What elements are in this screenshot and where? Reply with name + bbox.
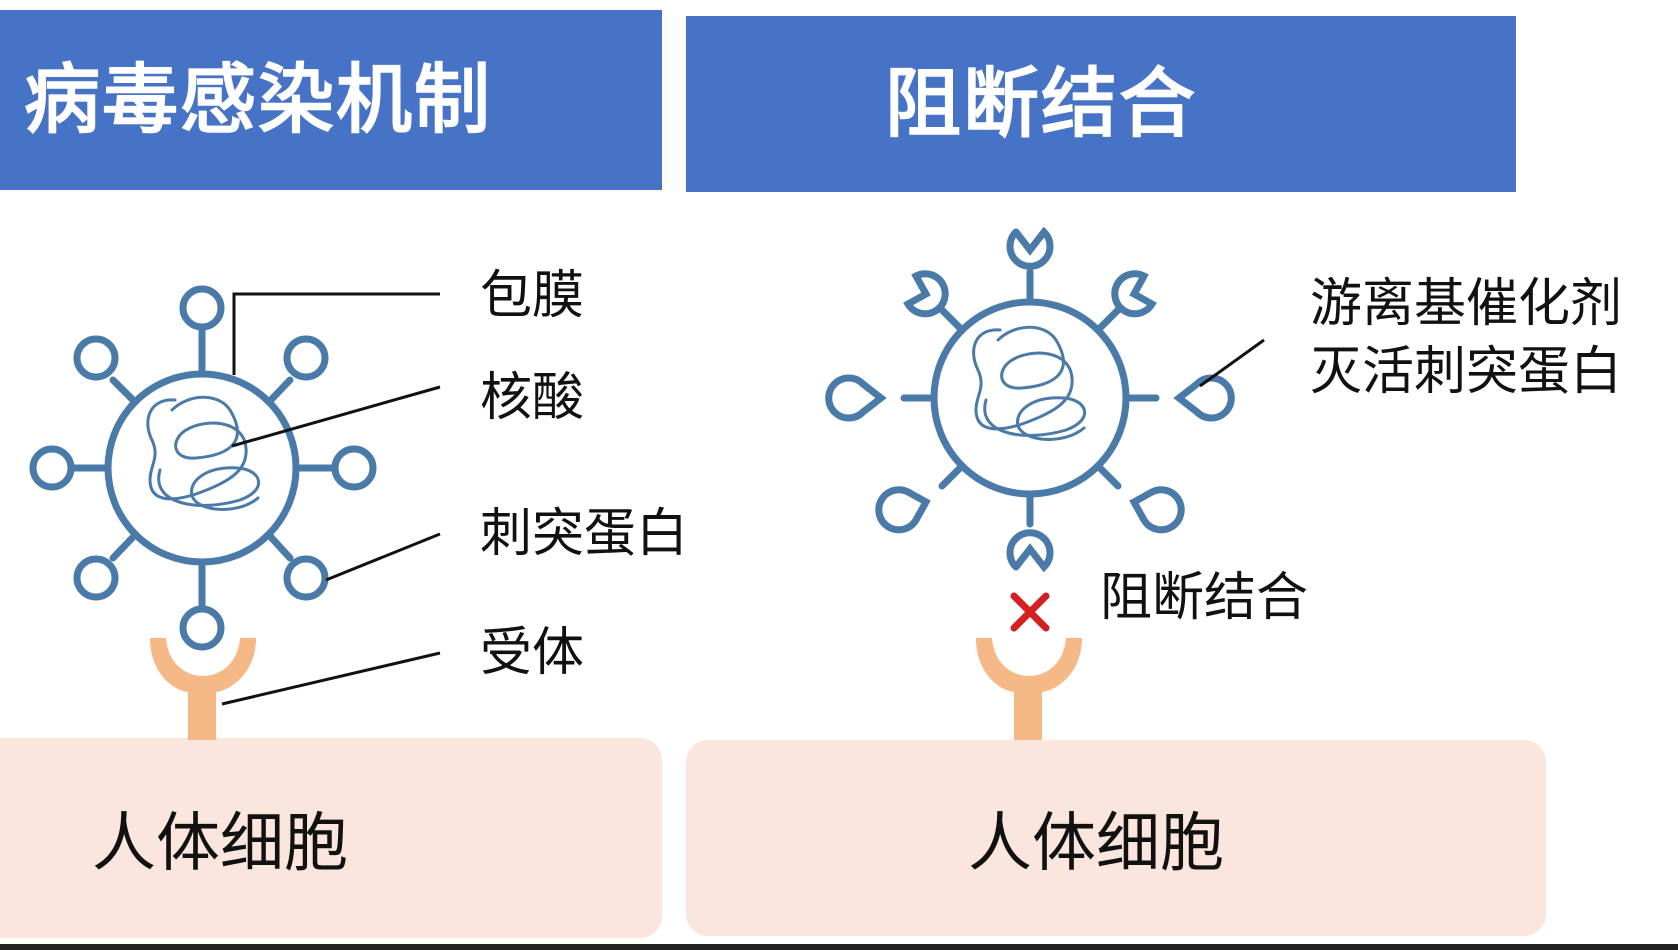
left-leader-lines: [221, 292, 441, 706]
right-receptor: [976, 638, 1082, 740]
bottom-divider: [0, 944, 1678, 950]
block-x-mark: [1010, 592, 1050, 632]
envelope-label: 包膜: [480, 266, 585, 326]
catalyst-label-line2: 灭活刺突蛋白: [1310, 342, 1623, 402]
left-title: 病毒感染机制: [24, 55, 492, 144]
left-human-cell: 人体细胞: [0, 738, 662, 938]
spike-leader: [325, 532, 441, 582]
left-nucleic-acid: [146, 395, 261, 511]
right-spikes: [900, 268, 1160, 528]
inactivated-spike-heads: [825, 226, 1235, 573]
right-virus-envelope: [930, 298, 1130, 498]
envelope-leader: [232, 292, 440, 375]
left-virus-envelope: [104, 370, 300, 566]
left-title-banner: 病毒感染机制: [0, 10, 662, 190]
nucleic-acid-label: 核酸: [480, 368, 585, 428]
left-virus: [29, 285, 377, 651]
right-virus: [825, 226, 1235, 573]
right-title-banner: 阻断结合: [686, 16, 1516, 192]
spike-protein-label: 刺突蛋白: [480, 504, 689, 564]
receptor-label: 受体: [480, 623, 585, 683]
right-human-cell: 人体细胞: [686, 740, 1546, 936]
receptor-leader: [221, 651, 441, 706]
right-title: 阻断结合: [885, 59, 1197, 148]
left-receptor: [150, 638, 256, 740]
left-cell-label: 人体细胞: [92, 807, 348, 881]
catalyst-leader: [1199, 338, 1265, 388]
catalyst-label-line1: 游离基催化剂: [1310, 274, 1623, 334]
right-cell-label: 人体细胞: [968, 807, 1224, 881]
right-nucleic-acid: [972, 325, 1087, 441]
nucleic-acid-leader: [231, 385, 441, 448]
block-binding-label: 阻断结合: [1100, 568, 1309, 628]
left-spike-proteins: [29, 285, 377, 651]
